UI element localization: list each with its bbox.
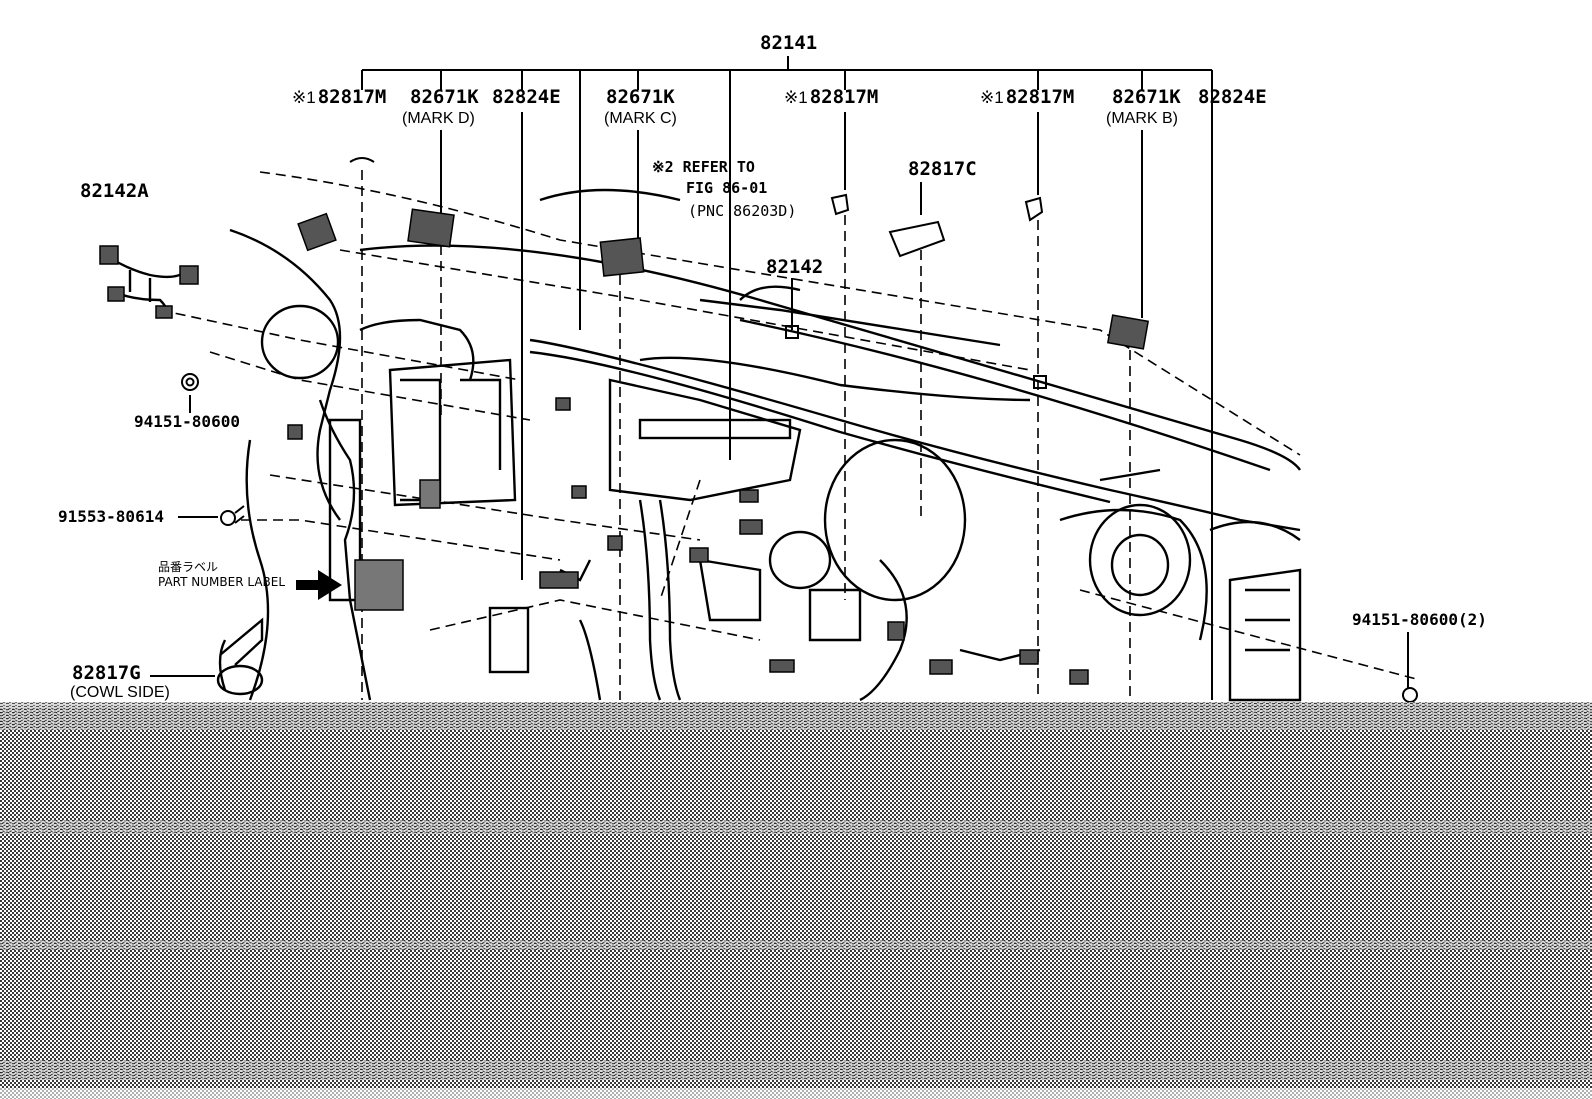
label-82671K-mark-c: 82671K <box>606 86 675 108</box>
clip-icon <box>349 157 1047 389</box>
label-82142: 82142 <box>766 256 824 278</box>
label-82671K-mark-b: 82671K <box>1112 86 1181 108</box>
bolt-icon <box>181 373 1418 703</box>
refer-note-line1: ※2 REFER TO <box>652 158 755 176</box>
label-mark-d: (MARK D) <box>402 110 475 127</box>
part-number-label-en: PART NUMBER LABEL <box>158 575 286 589</box>
label-91553-80614: 91553-80614 <box>58 507 164 526</box>
label-mark-b: (MARK B) <box>1106 110 1178 127</box>
label-mark-c: (MARK C) <box>604 110 677 127</box>
part-number-label-jp: 品番ラベル <box>158 560 219 574</box>
label-cowl-side: (COWL SIDE) <box>70 684 170 701</box>
label-94151-80600: 94151-80600 <box>134 412 240 431</box>
label-82824E-right: 82824E <box>1198 86 1267 108</box>
corrupted-image-region <box>0 702 1592 1099</box>
label-94151-80600-2: 94151-80600(2) <box>1352 610 1487 629</box>
refer-note-line3: (PNC 86203D) <box>688 202 797 220</box>
label-82671K-mark-d: 82671K <box>410 86 479 108</box>
label-82824E-left: 82824E <box>492 86 561 108</box>
refer-note-line2: FIG 86-01 <box>686 179 768 197</box>
connector-icon <box>99 208 1150 685</box>
arrow-right-icon <box>296 570 342 600</box>
label-82817G: 82817G <box>72 662 141 684</box>
label-82141: 82141 <box>760 32 818 54</box>
label-82142A: 82142A <box>80 180 149 202</box>
label-82817C: 82817C <box>908 158 977 180</box>
